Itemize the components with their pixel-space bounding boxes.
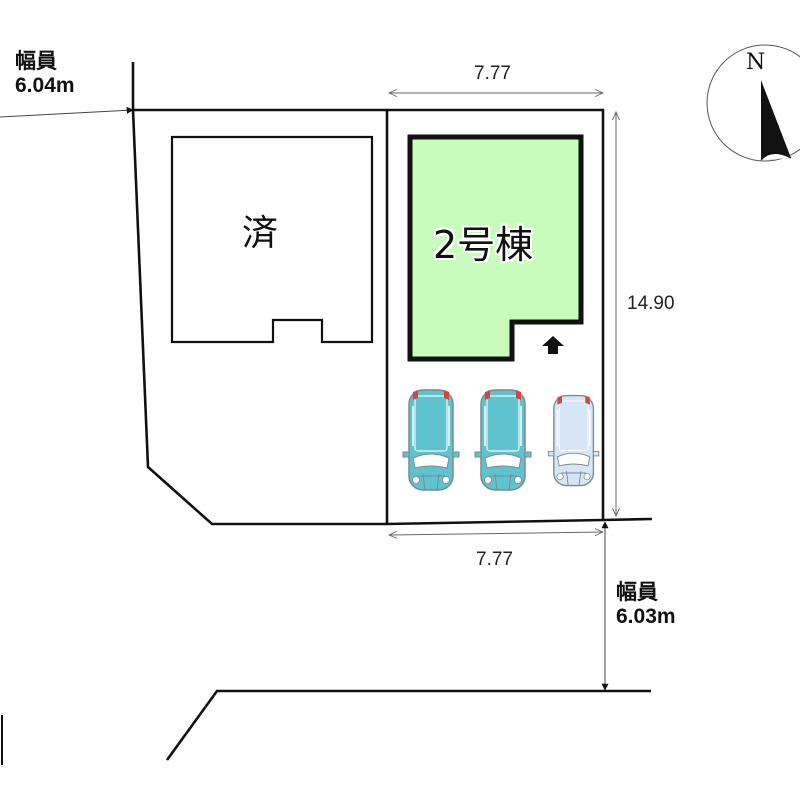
lot2-building-footprint bbox=[407, 134, 584, 362]
bottom-frontage-dimension-line bbox=[389, 532, 603, 535]
depth-dimension: 14.90 bbox=[627, 293, 675, 314]
sold-building-footprint bbox=[170, 135, 374, 344]
top-frontage-dimension: 7.77 bbox=[474, 63, 511, 84]
south-road-label: 幅員 6.03m bbox=[616, 581, 676, 629]
south-road-edge bbox=[165, 689, 651, 761]
compass-north-label: N bbox=[746, 50, 766, 75]
lot2-building-label: 2号棟 bbox=[433, 223, 534, 267]
bottom-frontage-dimension: 7.77 bbox=[476, 549, 513, 570]
parking-car-1 bbox=[402, 389, 460, 491]
parking-car-2 bbox=[474, 389, 532, 491]
north-compass-icon bbox=[706, 44, 800, 162]
north-road-label: 幅員 6.04m bbox=[15, 50, 75, 98]
parking-car-3 bbox=[547, 394, 600, 487]
south-road-title: 幅員 bbox=[616, 581, 658, 604]
sold-building-label: 済 bbox=[242, 213, 279, 254]
north-road-width-arrow bbox=[0, 106, 134, 118]
north-road-width: 6.04m bbox=[15, 74, 75, 98]
site-boundary bbox=[131, 62, 653, 526]
south-road-width: 6.03m bbox=[616, 605, 676, 629]
north-road-title: 幅員 bbox=[15, 50, 57, 73]
entrance-arrow-icon bbox=[542, 336, 564, 354]
